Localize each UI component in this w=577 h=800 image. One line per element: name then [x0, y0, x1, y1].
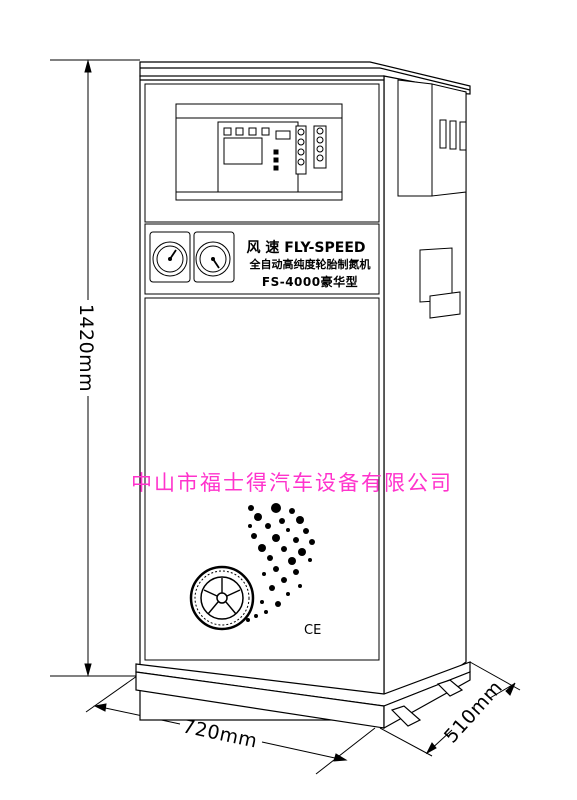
bubble: [296, 516, 304, 524]
bubble: [265, 523, 271, 529]
bubbles-icon: [246, 503, 315, 622]
bubble: [288, 557, 296, 565]
bubble: [254, 513, 262, 521]
bubble: [293, 537, 299, 543]
display-screen: [223, 137, 263, 165]
pressure-gauge-icon: [193, 231, 235, 283]
side-accessories: [397, 79, 467, 319]
bubble: [286, 528, 290, 532]
bubble: [267, 555, 273, 561]
depth-dimension: [379, 661, 521, 757]
bubble: [254, 614, 258, 618]
bubble: [281, 546, 287, 552]
bubble: [298, 584, 302, 588]
side-handle: [429, 291, 461, 319]
model-label: FS-4000豪华型: [262, 274, 358, 289]
lower-door: [144, 297, 380, 661]
height-label: 1420mm: [75, 304, 97, 392]
bubble: [298, 548, 306, 556]
bubble: [246, 618, 250, 622]
bubble: [258, 544, 266, 552]
gauge-section: [144, 223, 380, 295]
bubble: [286, 592, 290, 596]
subtitle-label: 全自动高纯度轮胎制氮机: [249, 257, 371, 271]
button-column-2: [313, 125, 327, 169]
bubble: [260, 600, 264, 604]
tire-icon: [189, 565, 255, 631]
bubble: [289, 508, 295, 514]
width-label: 720mm: [181, 715, 260, 752]
bubble: [275, 601, 281, 607]
bubble: [303, 528, 309, 534]
bubble: [248, 524, 252, 528]
button-column-1: [295, 125, 307, 175]
bubble: [309, 539, 315, 545]
indicator-row: [223, 127, 291, 140]
ce-mark-icon: CE: [304, 623, 321, 638]
bubble: [308, 558, 312, 562]
control-panel: [144, 83, 380, 223]
bubble: [248, 505, 254, 511]
bubble: [273, 566, 279, 572]
width-dimension: [85, 675, 376, 775]
bubble: [269, 585, 275, 591]
bubble: [262, 572, 266, 576]
bubble: [279, 518, 285, 524]
pressure-gauge-icon: [149, 231, 191, 283]
company-watermark: 中山市福士得汽车设备有限公司: [131, 471, 453, 495]
bubble: [272, 534, 280, 542]
bubble: [271, 503, 281, 513]
indicator-dots: [273, 149, 279, 171]
bubble: [281, 577, 287, 583]
bubble: [293, 569, 299, 575]
bubble: [251, 533, 257, 539]
side-box: [397, 79, 433, 197]
brand-label: 风 速 FLY-SPEED: [246, 239, 365, 256]
bubble: [264, 610, 268, 614]
height-dimension: [50, 59, 140, 677]
